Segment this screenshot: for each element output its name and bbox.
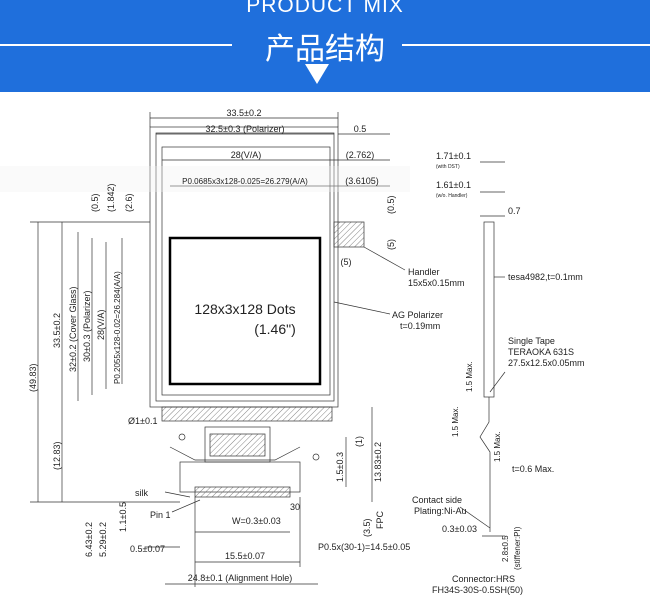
dim-32-cover: 32±0.2 (Cover Glass) (68, 287, 78, 372)
dim-fpc: FPC (375, 510, 385, 529)
label-silk: silk (135, 488, 148, 498)
dim-0-5-top: 0.5 (354, 124, 367, 134)
side-leader-contact (459, 506, 491, 529)
dim-aa-v: P0.2055x128-0.02=26.284(A/A) (113, 271, 122, 384)
dim-5-29: 5.29±0.2 (98, 522, 108, 557)
dim-3-5: (3.5) (362, 518, 372, 537)
side-0-3: 0.3±0.03 (442, 524, 477, 534)
side-single-tape: Single Tape (508, 336, 555, 346)
dim-0-5-right: (0.5) (386, 195, 396, 214)
label-handler-size: 15x5x0.15mm (408, 278, 465, 288)
dim-30: 30 (290, 502, 300, 512)
dim-5-bottom: (5) (341, 257, 352, 267)
active-area (168, 236, 322, 386)
dim-0-5-07: 0.5±0.07 (130, 544, 165, 554)
header-down-arrow-icon (305, 64, 329, 84)
dim-28-va-v: 28(V/A) (96, 309, 106, 340)
ic-chip (209, 433, 266, 457)
side-with-dst: (with DST) (436, 164, 460, 170)
dim-33-5: 33.5±0.2 (227, 108, 262, 118)
header-banner: PRODUCT MIX 产品结构 (0, 0, 650, 92)
label-ag-t: t=0.19mm (400, 321, 440, 331)
dim-0-5-v: (0.5) (90, 193, 100, 212)
dim-w: W=0.3±0.03 (232, 516, 281, 526)
leader-handler (363, 246, 406, 271)
side-1-61: 1.61±0.1 (436, 180, 471, 190)
dim-pitch: P0.5x(30-1)=14.5±0.05 (318, 542, 410, 552)
viewing-area-outline (161, 146, 331, 396)
dim-1-5: 1.5±0.3 (335, 452, 345, 482)
handler-hatch (333, 221, 365, 248)
side-0-7: 0.7 (508, 206, 521, 216)
side-max-3: 1.5 Max. (493, 431, 502, 462)
label-handler: Handler (408, 267, 440, 277)
side-max-2: 1.5 Max. (451, 406, 460, 437)
polarizer-outline (155, 132, 335, 402)
dim-1-1: 1.1±0.5 (118, 502, 128, 532)
dim-aa: P0.0685x3x128-0.025=26.279(A/A) (182, 177, 308, 186)
dim-1: (1) (354, 436, 364, 447)
header-divider-right (402, 44, 650, 46)
header-title-en: PRODUCT MIX (246, 0, 404, 17)
dim-13-83: 13.83±0.2 (373, 442, 383, 482)
watermark-band (0, 166, 410, 192)
dim-2-6: (2.6) (124, 193, 134, 212)
side-stiffener: (stiffener:PI) (513, 526, 522, 570)
side-connector-2: FH34S-30S-0.5SH(50) (432, 585, 523, 595)
side-tesa: tesa4982,t=0.1mm (508, 272, 583, 282)
header-title-cn: 产品结构 (265, 32, 385, 67)
label-pin1: Pin 1 (150, 510, 171, 520)
dim-3-6105: (3.6105) (345, 176, 379, 186)
glass-ledge (161, 406, 333, 422)
technical-drawing: 33.5±0.2 32.5±0.3 (Polarizer) 0.5 28(V/A… (0, 108, 585, 595)
header-divider-left (0, 44, 232, 46)
dim-12-83: (12.83) (52, 441, 62, 470)
fpc-contacts (194, 486, 291, 498)
leader-silk (164, 491, 191, 498)
side-t-0-6: t=0.6 Max. (512, 464, 554, 474)
side-contact-1: Contact side (412, 495, 462, 505)
side-tape-size: 27.5x12.5x0.05mm (508, 358, 585, 368)
screen-label-size: (1.46") (254, 321, 296, 337)
label-ag-polarizer: AG Polarizer (392, 310, 443, 320)
dim-1-842: (1.842) (106, 183, 116, 212)
leader-pin1 (171, 499, 201, 513)
screen-label-dots: 128x3x128 Dots (194, 301, 295, 317)
side-contact-2: Plating:Ni-Au (414, 506, 467, 516)
leader-ag-polarizer (333, 301, 391, 315)
alignment-hole-left (178, 433, 186, 441)
side-connector-1: Connector:HRS (452, 574, 515, 584)
dim-32-5: 32.5±0.3 (Polarizer) (206, 124, 285, 134)
side-max-1: 1.5 Max. (465, 361, 474, 392)
dim-33-5-v: 33.5±0.2 (52, 313, 62, 348)
dim-5-right: (5) (386, 239, 396, 250)
side-teraoka: TERAOKA 631S (508, 347, 574, 357)
dim-2-762: (2.762) (346, 150, 375, 160)
side-panel (483, 221, 495, 398)
dim-49-83: (49.83) (28, 363, 38, 392)
dim-30-pol: 30±0.3 (Polarizer) (82, 291, 92, 362)
alignment-hole-right (312, 453, 320, 461)
side-with-handler: (w/o. Handler) (436, 193, 468, 199)
dim-15-5: 15.5±0.07 (225, 551, 265, 561)
fpc-taper (169, 446, 301, 461)
dim-28-va: 28(V/A) (231, 150, 262, 160)
dim-phi: Ø1±0.1 (128, 416, 157, 426)
side-2-8: 2.8±0.5 (501, 535, 510, 562)
side-1-71: 1.71±0.1 (436, 151, 471, 161)
dim-24-8: 24.8±0.1 (Alignment Hole) (188, 573, 293, 583)
side-leader-tape (489, 371, 506, 393)
dim-6-43: 6.43±0.2 (84, 522, 94, 557)
side-fpc (479, 397, 491, 532)
